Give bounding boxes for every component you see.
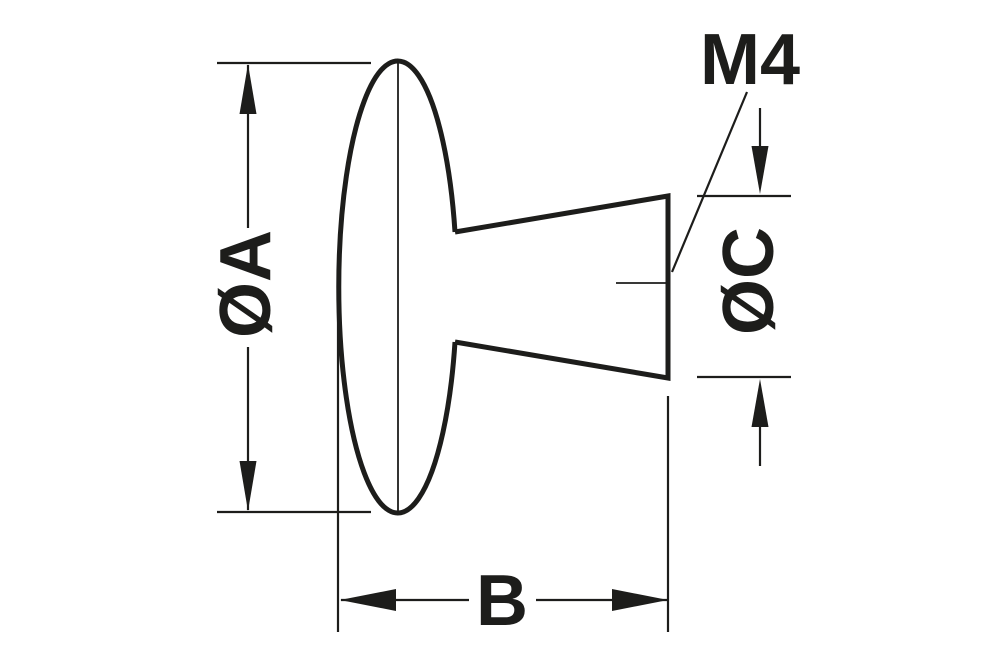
arrow-left-icon <box>340 589 396 611</box>
arrow-down-icon <box>239 461 257 511</box>
label-thread-m4: M4 <box>700 20 800 100</box>
dim-width-b: B <box>336 291 670 641</box>
dim-diameter-c: ØC <box>697 108 791 466</box>
arrow-right-icon <box>612 589 668 611</box>
thread-callout: M4 <box>670 20 800 273</box>
knob-head-ellipse <box>336 58 458 516</box>
knob-stem <box>454 193 671 381</box>
arrow-up-icon <box>751 379 769 427</box>
arrow-down-icon <box>751 146 769 194</box>
m4-leader-line <box>670 91 749 273</box>
label-diameter-c: ØC <box>709 227 789 335</box>
label-width-b: B <box>476 561 528 641</box>
arrow-up-icon <box>239 64 257 114</box>
label-diameter-a: ØA <box>206 230 286 338</box>
knob-profile <box>336 58 671 516</box>
dim-diameter-a: ØA <box>206 61 371 514</box>
